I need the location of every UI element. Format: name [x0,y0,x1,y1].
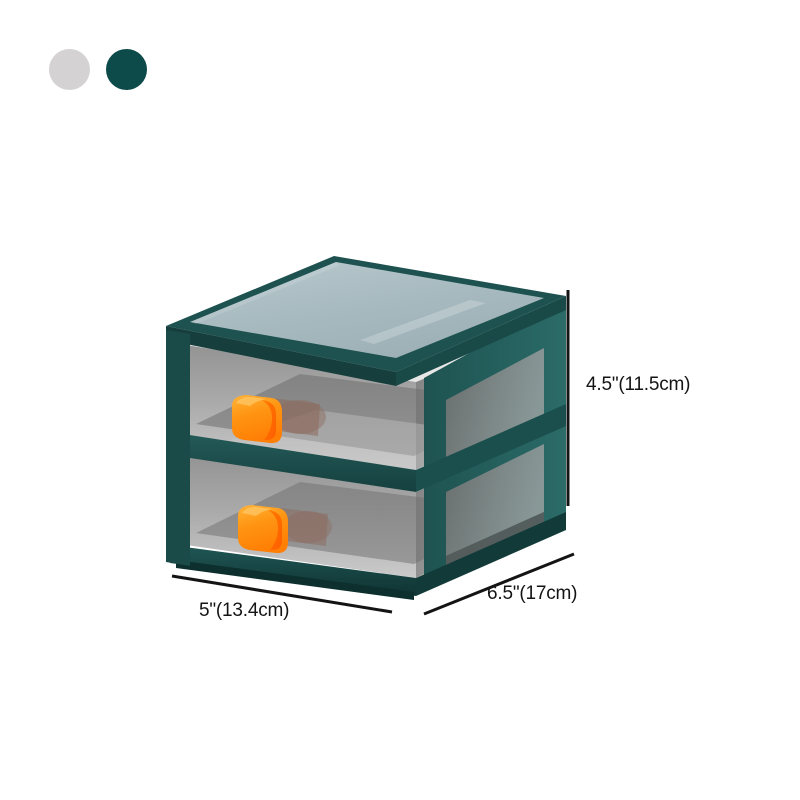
color-swatch-row [49,49,147,90]
lower-handle[interactable] [238,505,332,554]
base [170,512,566,600]
frame-left-post [166,330,190,566]
depth-dimension-line [423,552,575,616]
color-swatch-dark-teal[interactable] [106,49,147,90]
width-dimension-label: 5"(13.4cm) [199,600,290,621]
height-dimension-label: 4.5"(11.5cm) [586,374,691,395]
width-dimension-line [171,574,393,614]
depth-dimension-label: 6.5"(17cm) [487,583,578,604]
color-swatch-light-gray[interactable] [49,49,90,90]
upper-handle[interactable] [232,395,326,444]
lid[interactable] [163,252,568,386]
